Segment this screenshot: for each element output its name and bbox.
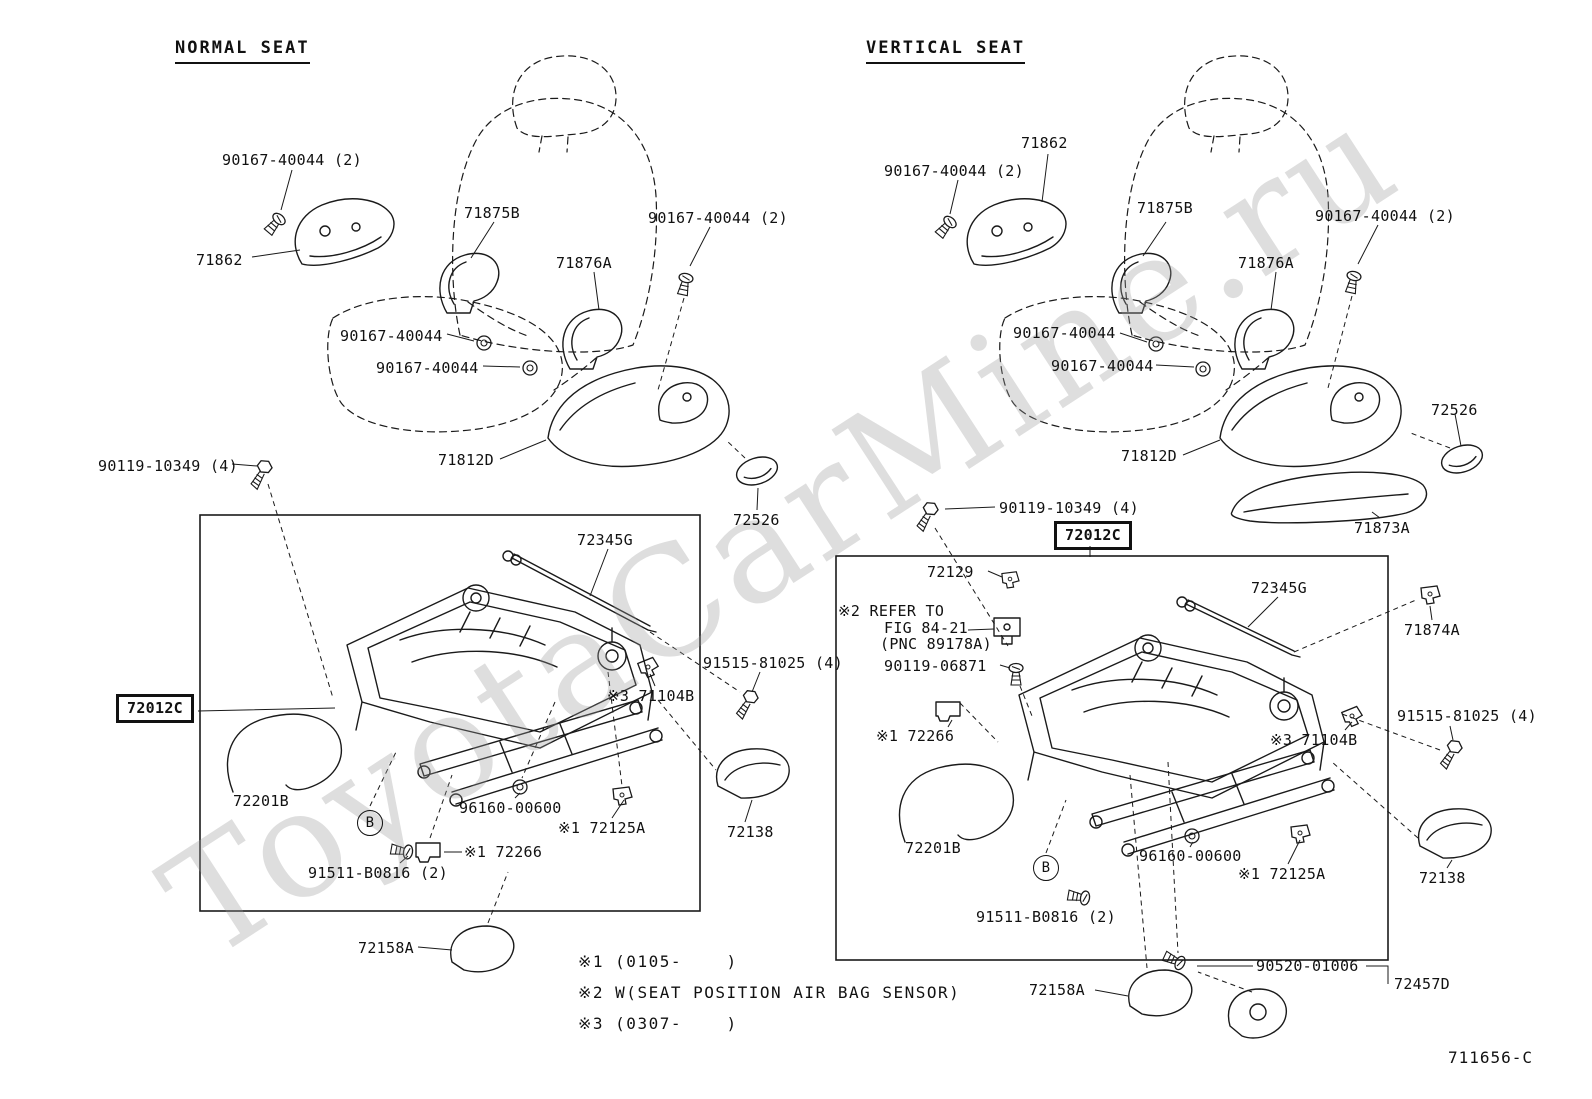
normal-frame-assembly: [226, 550, 790, 973]
normal-frame-box: [199, 514, 701, 912]
part-label: 72138: [1419, 869, 1466, 887]
part-label: 71812D: [438, 451, 494, 469]
normal-leaders: [197, 169, 761, 951]
part-label: 90119-10349 (4): [999, 499, 1139, 517]
diagram-code: 711656-C: [1448, 1048, 1534, 1067]
part-label: ※1 72266: [876, 727, 955, 745]
part-label: 91515-81025 (4): [703, 654, 843, 672]
shield-71873a: [1230, 471, 1428, 524]
part-label: 90520-01006: [1256, 957, 1359, 975]
part-label: 90167-40044: [376, 359, 479, 377]
part-label: 90119-10349 (4): [98, 457, 238, 475]
part-label: 71876A: [1238, 254, 1294, 272]
part-label: ※3 71104B: [607, 687, 695, 705]
part-label: 72158A: [358, 939, 414, 957]
part-label: 90167-40044: [340, 327, 443, 345]
part-label: 71812D: [1121, 447, 1177, 465]
cover-72138: [716, 748, 790, 799]
part-label: 71862: [1021, 134, 1068, 152]
section-header-normal-seat: NORMAL SEAT: [175, 38, 310, 64]
part-label: 72201B: [233, 792, 289, 810]
part-label: 72012C: [116, 694, 194, 724]
connector-72266: [415, 842, 441, 863]
part-label: 90167-40044 (2): [1315, 207, 1455, 225]
part-label: 72345G: [1251, 579, 1307, 597]
cover-72158a: [1128, 969, 1193, 1017]
part-label: ※1 72266: [464, 843, 543, 861]
footnote-3: ※3 (0307- ): [578, 1014, 738, 1033]
part-label: 71875B: [464, 204, 520, 222]
part-label: ※1 72125A: [1238, 865, 1326, 883]
part-label: 71873A: [1354, 519, 1410, 537]
part-label: 90167-40044 (2): [222, 151, 362, 169]
cover-72158a: [450, 925, 515, 973]
part-label: 71875B: [1137, 199, 1193, 217]
cover-72138: [1418, 808, 1492, 859]
shield-71862: [966, 198, 1067, 266]
part-label: 72457D: [1394, 975, 1450, 993]
part-label: 71876A: [556, 254, 612, 272]
part-label: 90167-40044: [1013, 324, 1116, 342]
wire-72201b: [226, 713, 342, 793]
vertical-frame-box: [835, 555, 1389, 961]
footnote-2: ※2 W(SEAT POSITION AIR BAG SENSOR): [578, 983, 961, 1002]
hook-71875b: [439, 252, 500, 314]
callout-B: B: [357, 810, 383, 836]
part-label: 96160-00600: [1139, 847, 1242, 865]
hook-71876a: [1234, 308, 1295, 370]
part-label: 72012C: [1054, 521, 1132, 551]
part-label: 91511-B0816 (2): [308, 864, 448, 882]
vertical-seat-parts: [912, 198, 1484, 605]
section-header-vertical-seat: VERTICAL SEAT: [866, 38, 1026, 64]
part-label: 90167-40044 (2): [884, 162, 1024, 180]
normal-seat-parts: [246, 198, 779, 492]
part-label: 91515-81025 (4): [1397, 707, 1537, 725]
part-label: 72138: [727, 823, 774, 841]
hook-71875b: [1111, 252, 1172, 314]
part-label: 72158A: [1029, 981, 1085, 999]
part-label: 90167-40044 (2): [648, 209, 788, 227]
footnote-1: ※1 (0105- ): [578, 952, 738, 971]
callout-B: B: [1033, 855, 1059, 881]
vertical-lower-parts: [1128, 948, 1287, 1039]
side-shield-71812d: [547, 365, 730, 468]
part-label: 72526: [1431, 401, 1478, 419]
vertical-frame-assembly: [898, 571, 1492, 907]
handle-72457d: [1227, 988, 1287, 1039]
part-label: (PNC 89178A): [880, 635, 992, 653]
cover-72526: [735, 456, 779, 486]
part-label: 72129: [927, 563, 974, 581]
hook-71876a: [562, 308, 623, 370]
side-shield-71812d: [1219, 365, 1402, 468]
part-label: 91511-B0816 (2): [976, 908, 1116, 926]
part-label: ※2 REFER TO: [838, 602, 945, 620]
part-label: 90119-06871: [884, 657, 987, 675]
part-label: ※1 72125A: [558, 819, 646, 837]
part-label: 71862: [196, 251, 243, 269]
part-label: 72201B: [905, 839, 961, 857]
part-label: 72526: [733, 511, 780, 529]
part-label: ※3 71104B: [1270, 731, 1358, 749]
vertical-leaders: [934, 153, 1462, 997]
part-label: 72345G: [577, 531, 633, 549]
part-label: 96160-00600: [459, 799, 562, 817]
cover-72526: [1440, 444, 1484, 474]
part-label: 71874A: [1404, 621, 1460, 639]
wire-72201b: [898, 763, 1014, 843]
shield-71862: [294, 198, 395, 266]
part-label: 90167-40044: [1051, 357, 1154, 375]
part-label: FIG 84-21: [884, 619, 968, 637]
connector-72266: [935, 701, 961, 722]
